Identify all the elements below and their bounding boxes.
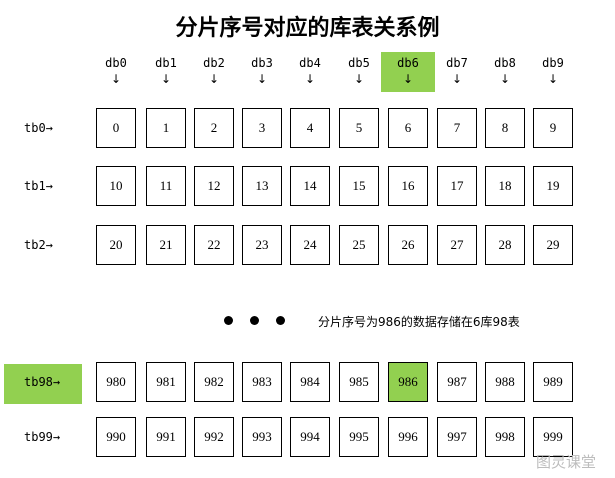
row-label-tb1: tb1→ (24, 179, 53, 193)
table-cell: 16 (388, 166, 428, 206)
table-cell: 8 (485, 108, 525, 148)
table-cell: 5 (339, 108, 379, 148)
table-cell: 28 (485, 225, 525, 265)
table-cell: 23 (242, 225, 282, 265)
table-cell: 15 (339, 166, 379, 206)
shard-note: 分片序号为986的数据存储在6库98表 (318, 315, 520, 329)
down-arrow-icon: ↓ (160, 72, 172, 86)
db-header-highlight (381, 52, 435, 92)
table-cell: 987 (437, 362, 477, 402)
row-label-tb0: tb0→ (24, 121, 53, 135)
ellipsis-dot (224, 316, 233, 325)
down-arrow-icon: ↓ (499, 72, 511, 86)
down-arrow-icon: ↓ (402, 72, 414, 86)
down-arrow-icon: ↓ (208, 72, 220, 86)
down-arrow-icon: ↓ (451, 72, 463, 86)
table-cell: 18 (485, 166, 525, 206)
table-cell: 4 (290, 108, 330, 148)
down-arrow-icon: ↓ (304, 72, 316, 86)
table-cell: 983 (242, 362, 282, 402)
table-cell: 10 (96, 166, 136, 206)
ellipsis-dot (250, 316, 259, 325)
db-label-db9: db9 (542, 56, 564, 70)
table-cell: 7 (437, 108, 477, 148)
db-label-db8: db8 (494, 56, 516, 70)
table-cell: 981 (146, 362, 186, 402)
table-cell: 991 (146, 417, 186, 457)
table-cell: 27 (437, 225, 477, 265)
db-label-db7: db7 (446, 56, 468, 70)
table-cell: 24 (290, 225, 330, 265)
watermark-logo: 图灵课堂 (536, 453, 597, 471)
table-cell: 995 (339, 417, 379, 457)
table-cell: 20 (96, 225, 136, 265)
db-label-db1: db1 (155, 56, 177, 70)
table-cell: 3 (242, 108, 282, 148)
table-cell: 984 (290, 362, 330, 402)
down-arrow-icon: ↓ (353, 72, 365, 86)
table-cell: 994 (290, 417, 330, 457)
table-cell: 22 (194, 225, 234, 265)
row-label-tb98: tb98→ (24, 375, 61, 389)
db-label-db5: db5 (348, 56, 370, 70)
table-cell: 996 (388, 417, 428, 457)
table-cell: 13 (242, 166, 282, 206)
row-label-tb99: tb99→ (24, 430, 61, 444)
table-cell: 2 (194, 108, 234, 148)
table-cell: 1 (146, 108, 186, 148)
table-cell: 17 (437, 166, 477, 206)
table-cell: 980 (96, 362, 136, 402)
table-cell: 6 (388, 108, 428, 148)
table-cell: 997 (437, 417, 477, 457)
table-cell: 19 (533, 166, 573, 206)
ellipsis-dot (276, 316, 285, 325)
row-label-tb2: tb2→ (24, 238, 53, 252)
table-cell: 25 (339, 225, 379, 265)
row-label-highlight (4, 364, 82, 404)
table-cell: 14 (290, 166, 330, 206)
table-cell: 9 (533, 108, 573, 148)
table-cell: 998 (485, 417, 525, 457)
down-arrow-icon: ↓ (110, 72, 122, 86)
db-label-db4: db4 (299, 56, 321, 70)
db-label-db6: db6 (397, 56, 419, 70)
db-label-db3: db3 (251, 56, 273, 70)
table-cell: 988 (485, 362, 525, 402)
table-cell: 999 (533, 417, 573, 457)
diagram-title: 分片序号对应的库表关系例 (175, 15, 440, 41)
table-cell: 0 (96, 108, 136, 148)
table-cell: 982 (194, 362, 234, 402)
table-cell: 11 (146, 166, 186, 206)
table-cell: 21 (146, 225, 186, 265)
table-cell: 990 (96, 417, 136, 457)
table-cell: 989 (533, 362, 573, 402)
table-cell-highlighted: 986 (388, 362, 428, 402)
table-cell: 992 (194, 417, 234, 457)
table-cell: 993 (242, 417, 282, 457)
down-arrow-icon: ↓ (547, 72, 559, 86)
table-cell: 985 (339, 362, 379, 402)
db-label-db0: db0 (105, 56, 127, 70)
table-cell: 29 (533, 225, 573, 265)
table-cell: 26 (388, 225, 428, 265)
table-cell: 12 (194, 166, 234, 206)
db-label-db2: db2 (203, 56, 225, 70)
down-arrow-icon: ↓ (256, 72, 268, 86)
